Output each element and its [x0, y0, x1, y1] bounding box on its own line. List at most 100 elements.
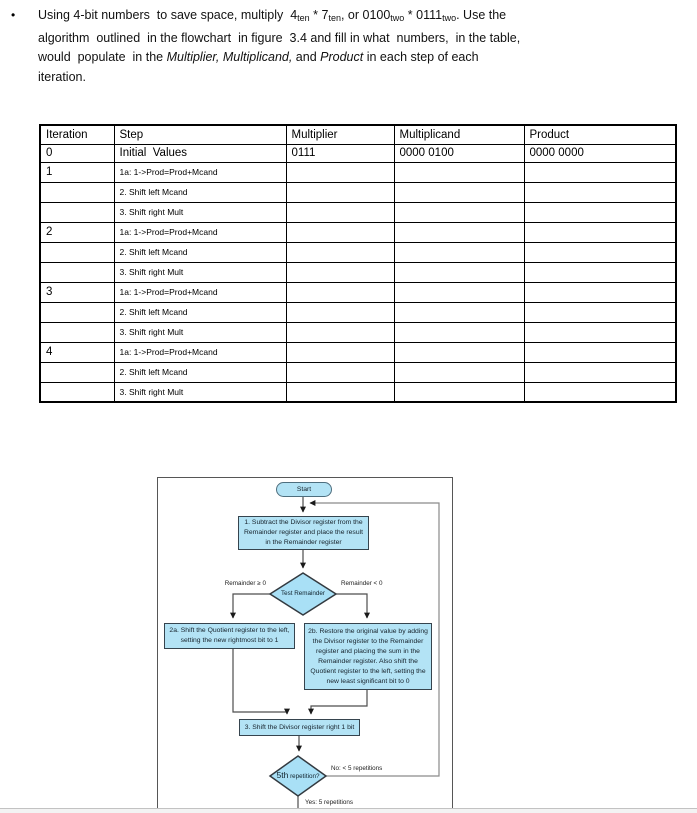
shift-quotient-left-1-box: 2a. Shift the Quotient register to the l…: [164, 623, 295, 649]
subscript-two: two: [442, 13, 457, 23]
multiplicand-cell: [393, 201, 525, 223]
product-cell: [523, 261, 677, 283]
repetition-question-text: repetition?: [288, 773, 320, 780]
test-remainder-label: Test Remainder: [280, 590, 326, 597]
multiplicand-cell: [393, 241, 525, 263]
iteration-table: Iteration Step Multiplier Multiplicand P…: [39, 124, 677, 403]
table-header-row: Iteration Step Multiplier Multiplicand P…: [39, 124, 677, 145]
repetition-count-text: 5th: [276, 770, 289, 780]
column-header-product: Product: [523, 124, 677, 145]
iteration-cell: [39, 301, 115, 323]
iteration-cell: [39, 321, 115, 343]
intro-italic-product: Product: [320, 50, 364, 64]
repetition-decision-label: 5th repetition?: [266, 771, 330, 781]
multiplicand-cell: [393, 381, 525, 403]
intro-text: Using 4-bit numbers to save space, multi…: [38, 8, 298, 22]
shift-divisor-right-box: 3. Shift the Divisor register right 1 bi…: [239, 719, 360, 736]
iteration-cell: [39, 181, 115, 203]
multiplier-cell: [285, 381, 395, 403]
step-cell: 3. Shift right Mult: [113, 201, 287, 223]
intro-text: . Use the: [456, 8, 507, 22]
intro-text: would populate in the: [38, 50, 167, 64]
iteration-cell: [39, 381, 115, 403]
decision1-to-box2b-connector: [336, 593, 370, 619]
multiplier-cell: [285, 201, 395, 223]
multiplier-cell: [285, 341, 395, 363]
product-cell: [523, 241, 677, 263]
step-cell: 1a: 1->Prod=Prod+Mcand: [113, 161, 287, 183]
restore-original-value-text: 2b. Restore the original value by adding…: [308, 627, 428, 685]
start-label: Start: [296, 485, 312, 493]
intro-text: * 7: [309, 8, 329, 22]
product-cell: [523, 161, 677, 183]
no-branch-label: No: < 5 repetitions: [331, 765, 383, 772]
product-cell: [523, 301, 677, 323]
step-cell: 1a: 1->Prod=Prod+Mcand: [113, 281, 287, 303]
iteration-cell: 0: [39, 143, 115, 163]
multiplicand-cell: [393, 301, 525, 323]
product-cell: [523, 381, 677, 403]
iteration-cell: [39, 261, 115, 283]
product-cell: [523, 221, 677, 243]
table-row: 3. Shift right Mult: [39, 261, 677, 283]
multiplier-cell: [285, 221, 395, 243]
step-cell: 3. Shift right Mult: [113, 381, 287, 403]
intro-text: , or 0100: [340, 8, 391, 22]
loop-back-connector: [309, 500, 440, 777]
question-paragraph: Using 4-bit numbers to save space, multi…: [38, 6, 638, 87]
yes-branch-label: Yes: 5 repetitions: [305, 799, 354, 806]
table-row: 2. Shift left Mcand: [39, 361, 677, 383]
subscript-ten: ten: [297, 13, 310, 23]
step-cell: 2. Shift left Mcand: [113, 181, 287, 203]
multiplier-cell: [285, 261, 395, 283]
multiplicand-cell: 0000 0100: [393, 143, 525, 163]
multiplicand-cell: [393, 361, 525, 383]
iteration-cell: [39, 361, 115, 383]
subtract-divisor-text: 1. Subtract the Divisor register from th…: [243, 519, 363, 546]
step-cell: 2. Shift left Mcand: [113, 361, 287, 383]
iteration-cell: 2: [39, 221, 115, 243]
multiplier-cell: 0111: [285, 143, 395, 163]
multiplier-cell: [285, 321, 395, 343]
multiplier-cell: [285, 181, 395, 203]
column-header-iteration: Iteration: [39, 124, 115, 145]
table-row: 0 Initial Values 0111 0000 0100 0000 000…: [39, 143, 677, 163]
step-cell: 3. Shift right Mult: [113, 321, 287, 343]
box2b-to-box3-connector: [308, 690, 368, 715]
product-cell: [523, 201, 677, 223]
subscript-ten: ten: [328, 13, 341, 23]
page-bottom-margin: [0, 809, 697, 813]
column-header-multiplicand: Multiplicand: [393, 124, 525, 145]
product-cell: [523, 361, 677, 383]
repetition-diamond-shape: [268, 755, 328, 797]
flowchart-connectors-svg: [230, 497, 440, 812]
column-header-step: Step: [113, 124, 287, 145]
product-cell: [523, 281, 677, 303]
intro-text: and: [292, 50, 321, 64]
multiplier-cell: [285, 361, 395, 383]
step-cell: 1a: 1->Prod=Prod+Mcand: [113, 221, 287, 243]
intro-italic-registers: Multiplier, Multiplicand,: [166, 50, 293, 64]
iteration-cell: [39, 241, 115, 263]
start-node: Start: [276, 482, 332, 497]
remainder-lt-label: Remainder < 0: [341, 580, 383, 587]
page-bottom-edge: [0, 808, 697, 809]
table-row: 3. Shift right Mult: [39, 321, 677, 343]
step-cell: 2. Shift left Mcand: [113, 241, 287, 263]
flowchart-frame: Start 1. Subtract the Divisor register f…: [157, 477, 453, 813]
multiplicand-cell: [393, 321, 525, 343]
step-cell: 2. Shift left Mcand: [113, 301, 287, 323]
subscript-two: two: [390, 13, 405, 23]
test-remainder-diamond-shape: [268, 572, 338, 616]
table-row: 1 1a: 1->Prod=Prod+Mcand: [39, 161, 677, 183]
multiplicand-cell: [393, 181, 525, 203]
intro-text: algorithm outlined in the flowchart in f…: [38, 30, 521, 45]
multiplier-cell: [285, 301, 395, 323]
table-row: 3. Shift right Mult: [39, 381, 677, 403]
product-cell: 0000 0000: [523, 143, 677, 163]
step-cell: 1a: 1->Prod=Prod+Mcand: [113, 341, 287, 363]
intro-text: * 0111: [404, 8, 443, 22]
intro-text: in each step of each: [363, 50, 479, 64]
iteration-cell: 3: [39, 281, 115, 303]
iteration-cell: 1: [39, 161, 115, 183]
